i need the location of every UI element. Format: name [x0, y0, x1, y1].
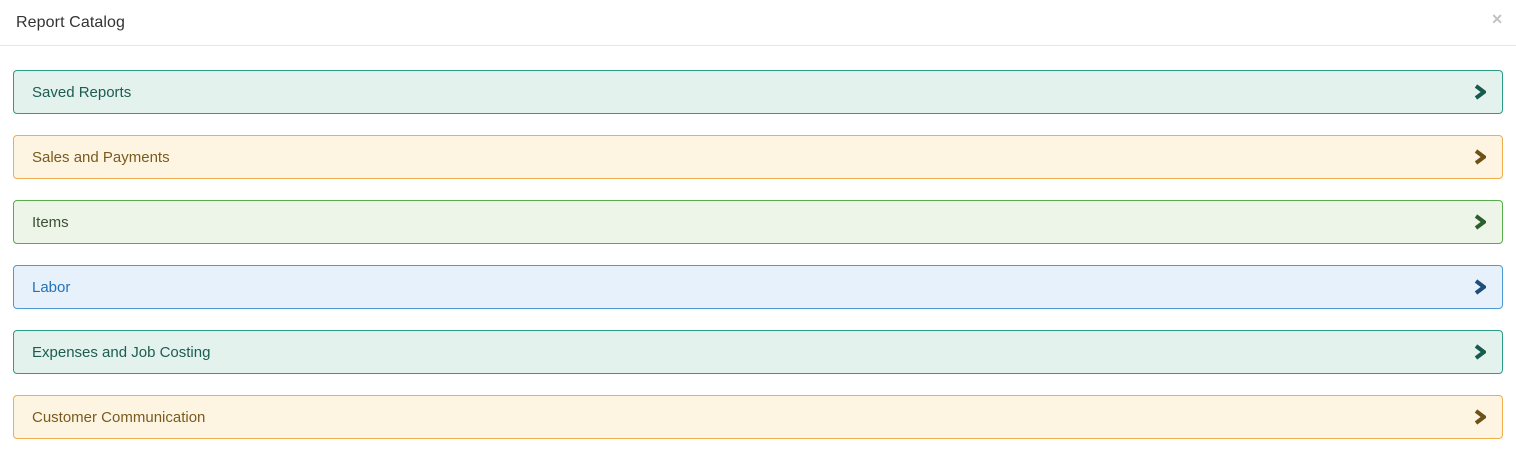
category-label: Items: [32, 213, 69, 231]
chevron-right-icon: [1473, 148, 1487, 166]
close-icon[interactable]: ✕: [1491, 11, 1503, 27]
category-label: Saved Reports: [32, 83, 132, 101]
chevron-right-icon: [1473, 343, 1487, 361]
category-list: Saved Reports Sales and Payments Items: [0, 46, 1516, 439]
dialog-header: Report Catalog ✕: [0, 0, 1516, 46]
category-label: Sales and Payments: [32, 148, 170, 166]
chevron-right-icon: [1473, 408, 1487, 426]
category-label: Customer Communication: [32, 408, 206, 426]
category-row-customer-communication[interactable]: Customer Communication: [13, 395, 1503, 439]
category-label: Labor: [32, 278, 71, 296]
category-row-sales-and-payments[interactable]: Sales and Payments: [13, 135, 1503, 179]
category-row-saved-reports[interactable]: Saved Reports: [13, 70, 1503, 114]
category-row-labor[interactable]: Labor: [13, 265, 1503, 309]
category-row-expenses-and-job-costing[interactable]: Expenses and Job Costing: [13, 330, 1503, 374]
category-row-items[interactable]: Items: [13, 200, 1503, 244]
chevron-right-icon: [1473, 278, 1487, 296]
chevron-right-icon: [1473, 83, 1487, 101]
page-title: Report Catalog: [16, 13, 126, 31]
category-label: Expenses and Job Costing: [32, 343, 211, 361]
chevron-right-icon: [1473, 213, 1487, 231]
